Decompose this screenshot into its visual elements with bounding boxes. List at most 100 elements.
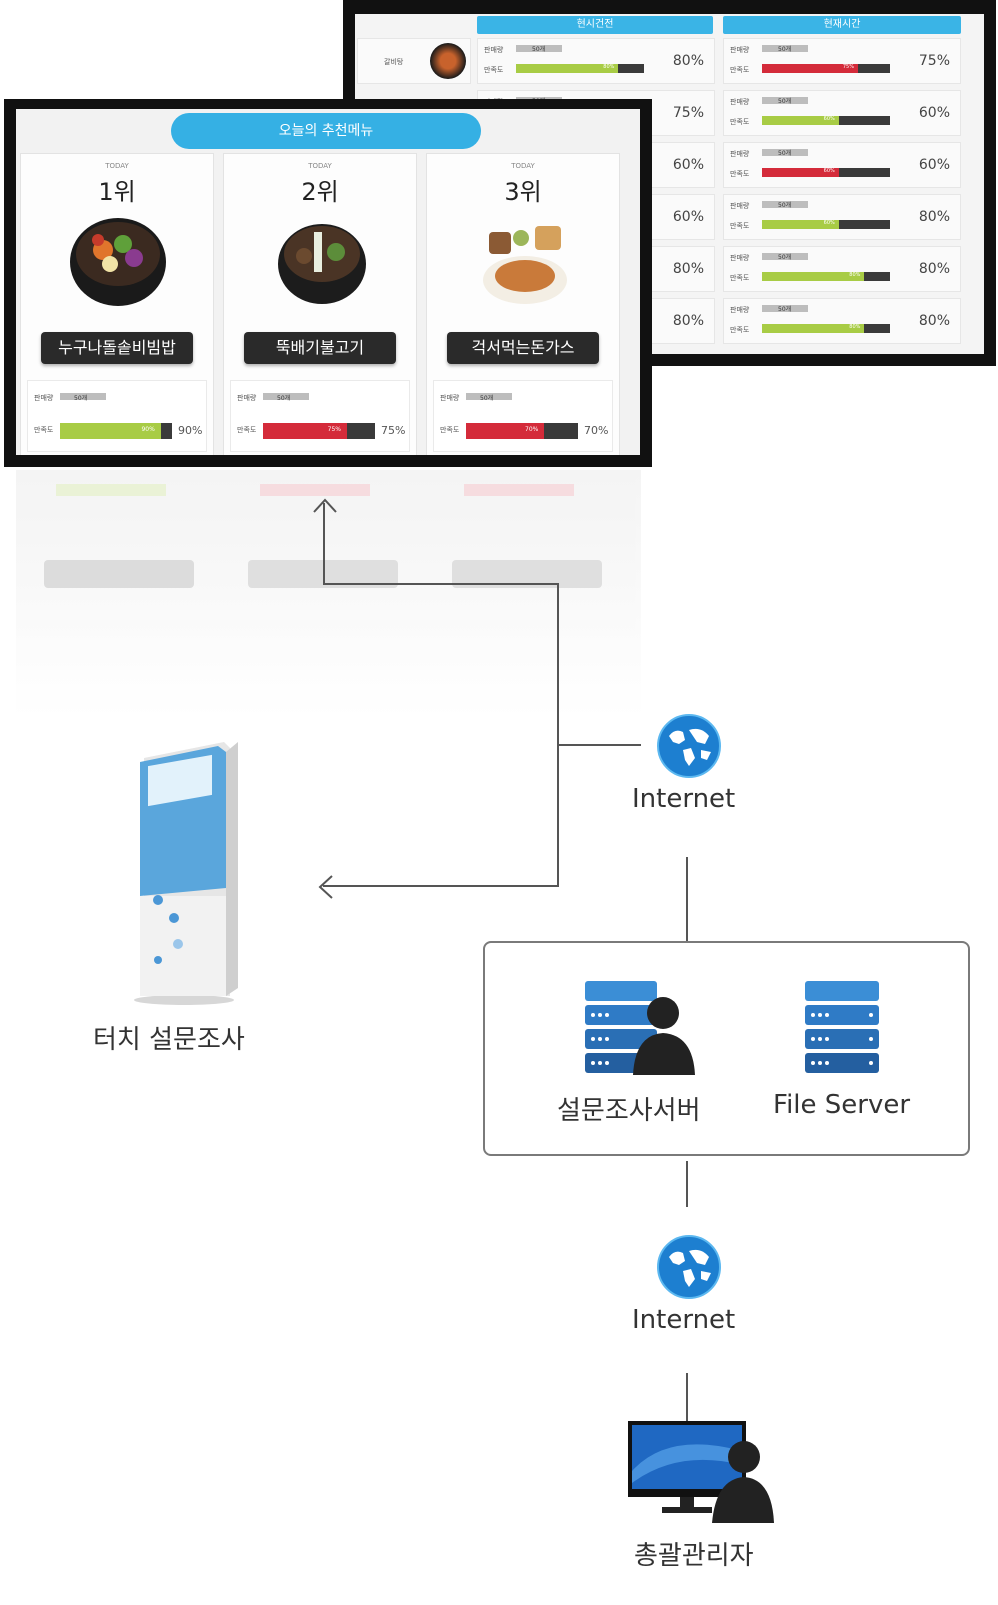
back-dish-cell: 갈비탕: [357, 38, 471, 84]
survey-server-label: 설문조사서버: [557, 1096, 701, 1126]
satisfaction-percent: 80%: [672, 261, 704, 277]
sales-bar: 50개: [263, 393, 309, 402]
stat-box: 판매량 50개 만족도 75% 75%: [230, 380, 410, 452]
sales-bar: 50개: [762, 149, 808, 157]
sales-value: 50개: [778, 254, 792, 261]
sales-value: 50개: [778, 306, 792, 313]
satisfaction-bar-fill: 60%: [762, 168, 839, 177]
front-display-monitor: 오늘의 추천메뉴 TODAY 1위 누구나돌솥비빔밥 판매량 50개 만족도 9…: [4, 99, 652, 467]
admin-label: 총괄관리자: [634, 1541, 754, 1571]
reflection-dish-bar: [44, 560, 194, 588]
connector-line: [686, 857, 688, 941]
satisfaction-label: 만족도: [730, 274, 750, 282]
sales-bar: 50개: [762, 97, 808, 105]
rank-label: 2위: [301, 178, 339, 206]
satisfaction-bar-fill: 70%: [466, 423, 545, 439]
satisfaction-bar-label: 75%: [327, 426, 341, 433]
satisfaction-percent: 90%: [178, 424, 203, 437]
satisfaction-bar-label: 70%: [525, 426, 539, 433]
satisfaction-percent: 80%: [918, 261, 950, 277]
server-group-box: [483, 941, 970, 1156]
satisfaction-bar-fill: 80%: [762, 324, 865, 333]
today-label: TODAY: [511, 162, 535, 170]
satisfaction-bar-fill: 75%: [263, 423, 347, 439]
file-server-label: File Server: [773, 1090, 911, 1120]
satisfaction-label: 만족도: [730, 66, 750, 74]
satisfaction-bar-fill: 60%: [762, 116, 839, 125]
rank-card-3: TODAY 3위 걱서먹는돈가스 판매량 50개 만족도 70% 70%: [426, 153, 620, 455]
satisfaction-bar-fill: 90%: [60, 423, 161, 439]
kiosk-image: [134, 742, 238, 1005]
sales-label: 판매량: [730, 306, 750, 314]
sales-label: 판매량: [440, 394, 460, 402]
sales-bar: 50개: [762, 253, 808, 261]
sales-bar: 50개: [762, 45, 808, 53]
satisfaction-percent: 75%: [672, 105, 704, 121]
satisfaction-bar: 60%: [762, 168, 890, 177]
connector-line: [557, 583, 559, 887]
satisfaction-label: 만족도: [730, 170, 750, 178]
today-label: TODAY: [308, 162, 332, 170]
sales-value: 50개: [778, 150, 792, 157]
bulgogi-image: [278, 224, 366, 304]
satisfaction-bar: 80%: [762, 324, 890, 333]
connector-line: [686, 1373, 688, 1421]
satisfaction-bar-fill: 80%: [516, 64, 619, 73]
rank-label: 3위: [504, 178, 542, 206]
dish-name: 걱서먹는돈가스: [447, 332, 599, 364]
rank-card-2: TODAY 2위 뚝배기불고기 판매량 50개 만족도 75% 75%: [223, 153, 417, 455]
satisfaction-percent: 80%: [918, 313, 950, 329]
satisfaction-bar: 90%: [60, 423, 172, 439]
satisfaction-percent: 75%: [381, 424, 406, 437]
recommended-menu-banner: 오늘의 추천메뉴: [171, 113, 481, 149]
satisfaction-label: 만족도: [730, 326, 750, 334]
connector-line: [323, 583, 559, 585]
sales-label: 판매량: [237, 394, 257, 402]
satisfaction-bar-label: 60%: [823, 220, 835, 226]
sales-value: 50개: [480, 395, 494, 402]
back-dish-name: 갈비탕: [384, 58, 404, 66]
sales-label: 판매량: [730, 46, 750, 54]
back-header-2: 현재시간: [723, 16, 961, 34]
satisfaction-bar-label: 80%: [849, 272, 861, 278]
globe-icon: [657, 714, 721, 778]
satisfaction-percent: 60%: [918, 157, 950, 173]
today-label: TODAY: [105, 162, 129, 170]
satisfaction-percent: 80%: [672, 313, 704, 329]
satisfaction-bar-fill: 75%: [762, 64, 858, 73]
satisfaction-bar-label: 80%: [849, 324, 861, 330]
sales-value: 50개: [532, 46, 546, 53]
sales-label: 판매량: [730, 98, 750, 106]
satisfaction-bar: 75%: [263, 423, 375, 439]
connector-line: [686, 1161, 688, 1207]
satisfaction-label: 만족도: [730, 118, 750, 126]
rank-card-1: TODAY 1위 누구나돌솥비빔밥 판매량 50개 만족도 90% 90%: [20, 153, 214, 455]
sales-value: 50개: [778, 202, 792, 209]
sales-value: 50개: [778, 98, 792, 105]
survey-server-icon: [585, 981, 695, 1075]
sales-value: 50개: [778, 46, 792, 53]
satisfaction-bar: 80%: [516, 64, 644, 73]
connector-line: [323, 885, 559, 887]
sales-bar: 50개: [466, 393, 512, 402]
sales-bar: 50개: [60, 393, 106, 402]
satisfaction-percent: 80%: [672, 53, 704, 69]
dish-thumbnail: [430, 43, 466, 79]
globe-icon: [657, 1235, 721, 1299]
satisfaction-bar: 80%: [762, 272, 890, 281]
rank-label: 1위: [98, 178, 136, 206]
reflection-bar: [56, 484, 166, 496]
reflection-bar: [464, 484, 574, 496]
satisfaction-label: 만족도: [440, 426, 460, 434]
sales-value: 50개: [277, 395, 291, 402]
dish-name: 누구나돌솥비빔밥: [41, 332, 193, 364]
kiosk-label: 터치 설문조사: [93, 1025, 245, 1055]
sales-bar: 50개: [762, 305, 808, 313]
arrow-up-icon: [313, 498, 337, 513]
